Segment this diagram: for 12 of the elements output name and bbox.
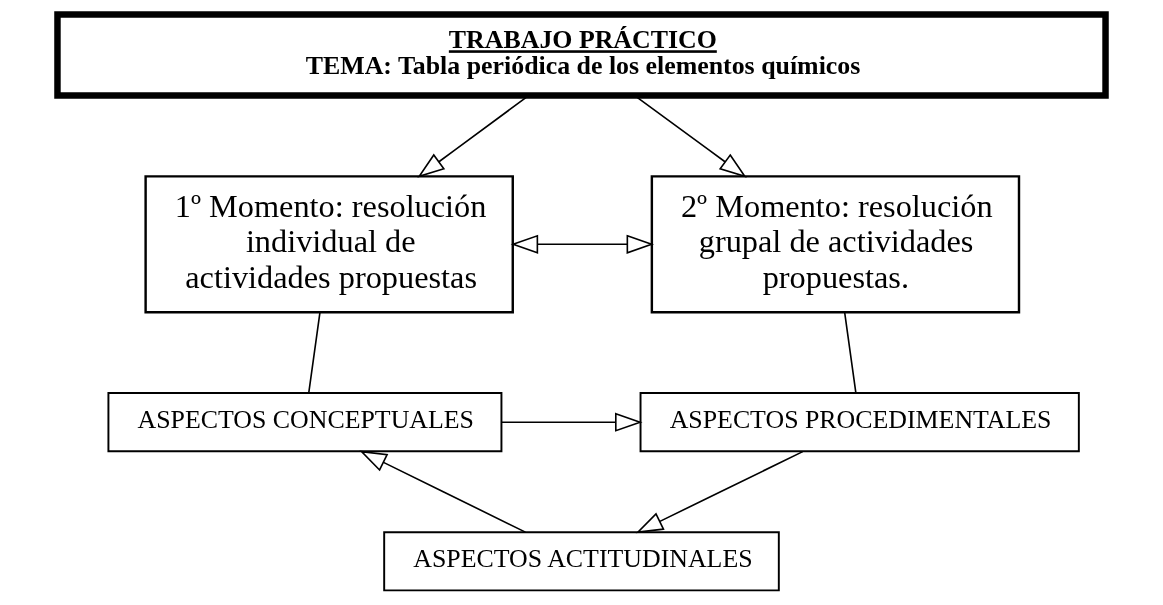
arrow bbox=[359, 450, 527, 533]
node-box: ASPECTOS ACTITUDINALES bbox=[383, 531, 780, 592]
node-box: 1º Momento: resolución individual de actividades propuestas bbox=[144, 175, 514, 314]
node-box: 2º Momento: resolución grupal de actividades propuestas. bbox=[650, 175, 1021, 314]
arrow bbox=[510, 234, 655, 254]
node-box: ASPECTOS PROCEDIMENTALES bbox=[639, 392, 1080, 453]
arrow bbox=[635, 450, 804, 534]
arrow bbox=[500, 412, 643, 432]
node-box: ASPECTOS CONCEPTUALES bbox=[107, 392, 503, 453]
connector bbox=[307, 311, 321, 394]
node-box: TRABAJO PRÁCTICO TEMA: Tabla periódica de los elementos químicos bbox=[54, 11, 1109, 99]
connector bbox=[843, 311, 857, 394]
